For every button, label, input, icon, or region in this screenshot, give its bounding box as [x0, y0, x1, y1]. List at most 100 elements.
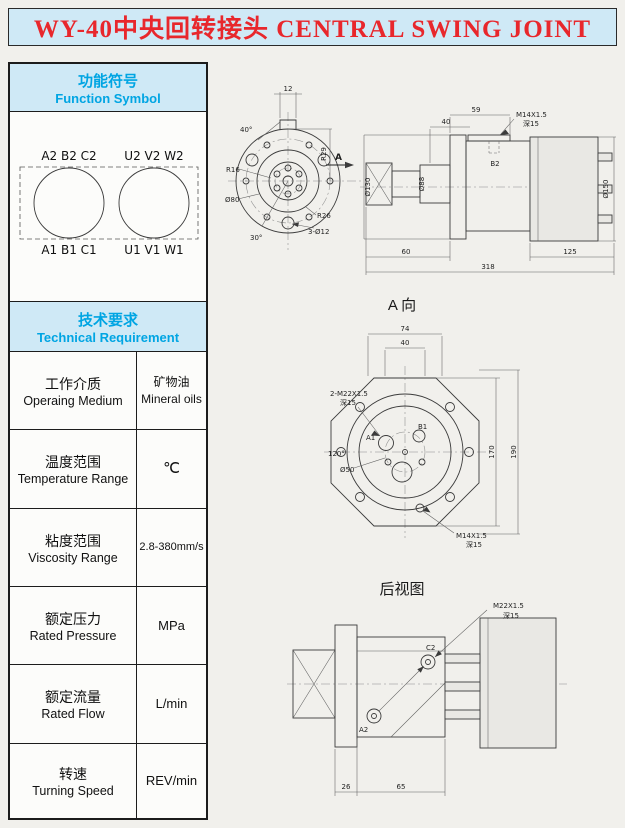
dim-r29: R29 — [320, 147, 328, 161]
ports-top-left: A2 B2 C2 — [41, 149, 96, 163]
view-a-arrow: A — [326, 153, 354, 169]
thread-2xm22-depth: 深15 — [340, 398, 356, 407]
spec-label-zh: 转速 — [59, 766, 87, 782]
port-b1-label: B1 — [418, 423, 427, 431]
side-view-dim-lines — [363, 114, 616, 275]
symbol-shapes — [19, 166, 199, 240]
spec-row-rated-flow: 额定流量 Rated Flow L/min — [10, 665, 206, 744]
thread-m14-depth: 深15 — [523, 119, 539, 128]
dim-120deg: 120° — [328, 450, 345, 458]
function-symbol-svg: A2 B2 C2 U2 V2 W2 A1 B1 C1 U1 V1 W1 — [19, 149, 199, 257]
dim-318: 318 — [481, 263, 494, 271]
page-title-text: WY-40中央回转接头 CENTRAL SWING JOINT — [33, 16, 592, 43]
port-a2-label: A2 — [359, 726, 368, 734]
thread-m14: M14X1.5 — [516, 111, 547, 119]
port-b2-label: B2 — [490, 160, 499, 168]
dim-26: 26 — [342, 783, 351, 791]
rear-view-leaders — [378, 609, 488, 712]
spec-value: ℃ — [163, 459, 180, 477]
dim-170: 170 — [488, 445, 496, 458]
dim-65: 65 — [397, 783, 406, 791]
spec-row-turning-speed: 转速 Turning Speed REV/min — [10, 744, 206, 818]
page-title: WY-40中央回转接头 CENTRAL SWING JOINT — [8, 8, 617, 46]
dim-74: 74 — [401, 325, 410, 333]
dim-125: 125 — [563, 248, 576, 256]
spec-label-zh: 粘度范围 — [45, 532, 101, 549]
spec-label-en: Viscosity Range — [28, 550, 118, 565]
spec-label-zh: 工作介质 — [45, 375, 101, 392]
dim-3xd12: 3-Ø12 — [308, 228, 329, 236]
view-a-outline — [330, 377, 480, 527]
spec-value: 2.8-380mm/s — [139, 541, 204, 554]
rear-view-dim-lines — [334, 739, 446, 796]
dim-d88: Ø88 — [418, 177, 426, 191]
spec-label-en: Operaing Medium — [23, 393, 123, 408]
port-a1-label: A1 — [366, 434, 375, 442]
spec-value: REV/min — [145, 773, 198, 789]
function-symbol-diagram: A2 B2 C2 U2 V2 W2 A1 B1 C1 U1 V1 W1 — [10, 112, 206, 302]
spec-label-en: Rated Flow — [41, 707, 105, 721]
dim-r26: R26 — [317, 212, 331, 220]
front-view-bolt-holes — [242, 141, 334, 230]
view-a-arrow-label: A — [335, 153, 342, 163]
spec-table: 功能符号 Function Symbol A2 B2 C2 U2 V2 W2 A… — [8, 62, 208, 820]
spec-row-operating-medium: 工作介质 Operaing Medium 矿物油 Mineral oils — [10, 352, 206, 430]
dim-d150: Ø150 — [602, 180, 610, 199]
spec-label: 工作介质 Operaing Medium — [10, 352, 137, 429]
view-a-dim-lines — [353, 333, 520, 535]
function-symbol-header-en: Function Symbol — [55, 90, 161, 106]
dim-59: 59 — [472, 106, 481, 114]
front-view-dim-lines — [237, 92, 332, 229]
dim-d80: Ø80 — [225, 196, 239, 204]
side-view-body — [365, 134, 613, 242]
spec-label: 粘度范围 Viscosity Range — [10, 509, 137, 586]
spec-label-zh: 温度范围 — [45, 454, 101, 470]
spec-label-zh: 额定流量 — [45, 689, 101, 705]
spec-label-en: Rated Pressure — [29, 628, 117, 643]
spec-label-zh: 额定压力 — [45, 610, 101, 627]
spec-label: 转速 Turning Speed — [10, 744, 137, 818]
spec-label-en: Temperature Range — [17, 472, 129, 486]
technical-requirement-header-en: Technical Requirement — [36, 329, 180, 345]
dim-40: 40 — [442, 118, 451, 126]
thread-m22-depth: 深15 — [503, 611, 519, 620]
view-a-centerlines — [324, 366, 494, 538]
dim-d50: Ø50 — [340, 466, 354, 474]
spec-row-rated-pressure: 额定压力 Rated Pressure MPa — [10, 587, 206, 665]
dim-40: 40 — [401, 339, 410, 347]
rear-view-body — [292, 617, 557, 749]
dim-190: 190 — [510, 445, 518, 458]
ports-bottom-left: A1 B1 C1 — [41, 243, 96, 257]
technical-requirement-header: 技术要求 Technical Requirement — [10, 302, 206, 352]
thread-2xm22: 2-M22X1.5 — [330, 390, 368, 398]
view-a-ports — [378, 429, 426, 513]
port-c2-label: C2 — [426, 644, 435, 652]
thread-m22: M22X1.5 — [493, 602, 524, 610]
thread-m14: M14X1.5 — [456, 532, 487, 540]
dim-12: 12 — [284, 85, 293, 93]
thread-m14-depth: 深15 — [466, 540, 482, 549]
rear-view-drawing: M22X1.5 深15 C2 A2 26 65 — [287, 602, 567, 796]
view-a-caption: A 向 — [387, 297, 417, 314]
spec-label: 额定流量 Rated Flow — [10, 665, 137, 743]
function-symbol-header: 功能符号 Function Symbol — [10, 64, 206, 112]
front-view-drawing: 12 40° R16 Ø80 R29 R26 3-Ø12 30° A — [225, 85, 362, 250]
side-view-drawing: 59 40 M14X1.5 深15 Ø130 Ø88 Ø150 B2 60 12… — [360, 106, 616, 275]
dim-40deg: 40° — [240, 126, 252, 134]
spec-value: L/min — [155, 696, 188, 712]
spec-label: 温度范围 Temperature Range — [10, 430, 137, 508]
spec-value: 矿物油 Mineral oils — [141, 375, 202, 406]
spec-row-viscosity-range: 粘度范围 Viscosity Range 2.8-380mm/s — [10, 509, 206, 587]
function-symbol-header-zh: 功能符号 — [77, 72, 138, 90]
spec-row-temperature-range: 温度范围 Temperature Range ℃ — [10, 430, 206, 509]
ports-top-right: U2 V2 W2 — [124, 149, 183, 163]
spec-label: 额定压力 Rated Pressure — [10, 587, 137, 664]
view-a-drawing: 74 40 2-M22X1.5 深15 120° Ø50 A1 B1 170 1… — [324, 325, 520, 549]
spec-label-en: Turning Speed — [32, 784, 114, 798]
dim-d130: Ø130 — [364, 178, 372, 197]
spec-value: MPa — [158, 617, 185, 633]
dim-60: 60 — [402, 248, 411, 256]
rear-view-caption: 后视图 — [379, 581, 425, 598]
ports-bottom-right: U1 V1 W1 — [124, 243, 183, 257]
